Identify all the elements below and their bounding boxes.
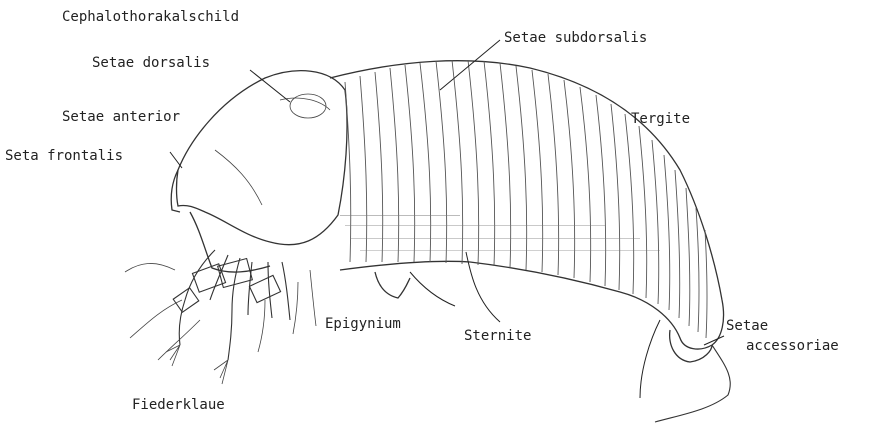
ventral-stipple: [340, 215, 660, 251]
label-setae-dorsalis: Setae dorsalis: [92, 55, 210, 71]
label-setae-subdorsalis: Setae subdorsalis: [504, 30, 647, 46]
label-setae-accessoriae-line2: accessoriae: [746, 338, 839, 354]
label-setae-accessoriae-line1: Setae: [726, 318, 768, 334]
label-sternite: Sternite: [464, 328, 531, 344]
label-seta-frontalis: Seta frontalis: [5, 148, 123, 164]
label-cephalothorakalschild: Cephalothorakalschild: [62, 9, 239, 25]
label-setae-anterior: Setae anterior: [62, 109, 180, 125]
label-tergite: Tergite: [631, 111, 690, 127]
label-fiederklaue: Fiederklaue: [132, 397, 225, 413]
label-epigynium: Epigynium: [325, 316, 401, 332]
legs: [125, 250, 316, 384]
